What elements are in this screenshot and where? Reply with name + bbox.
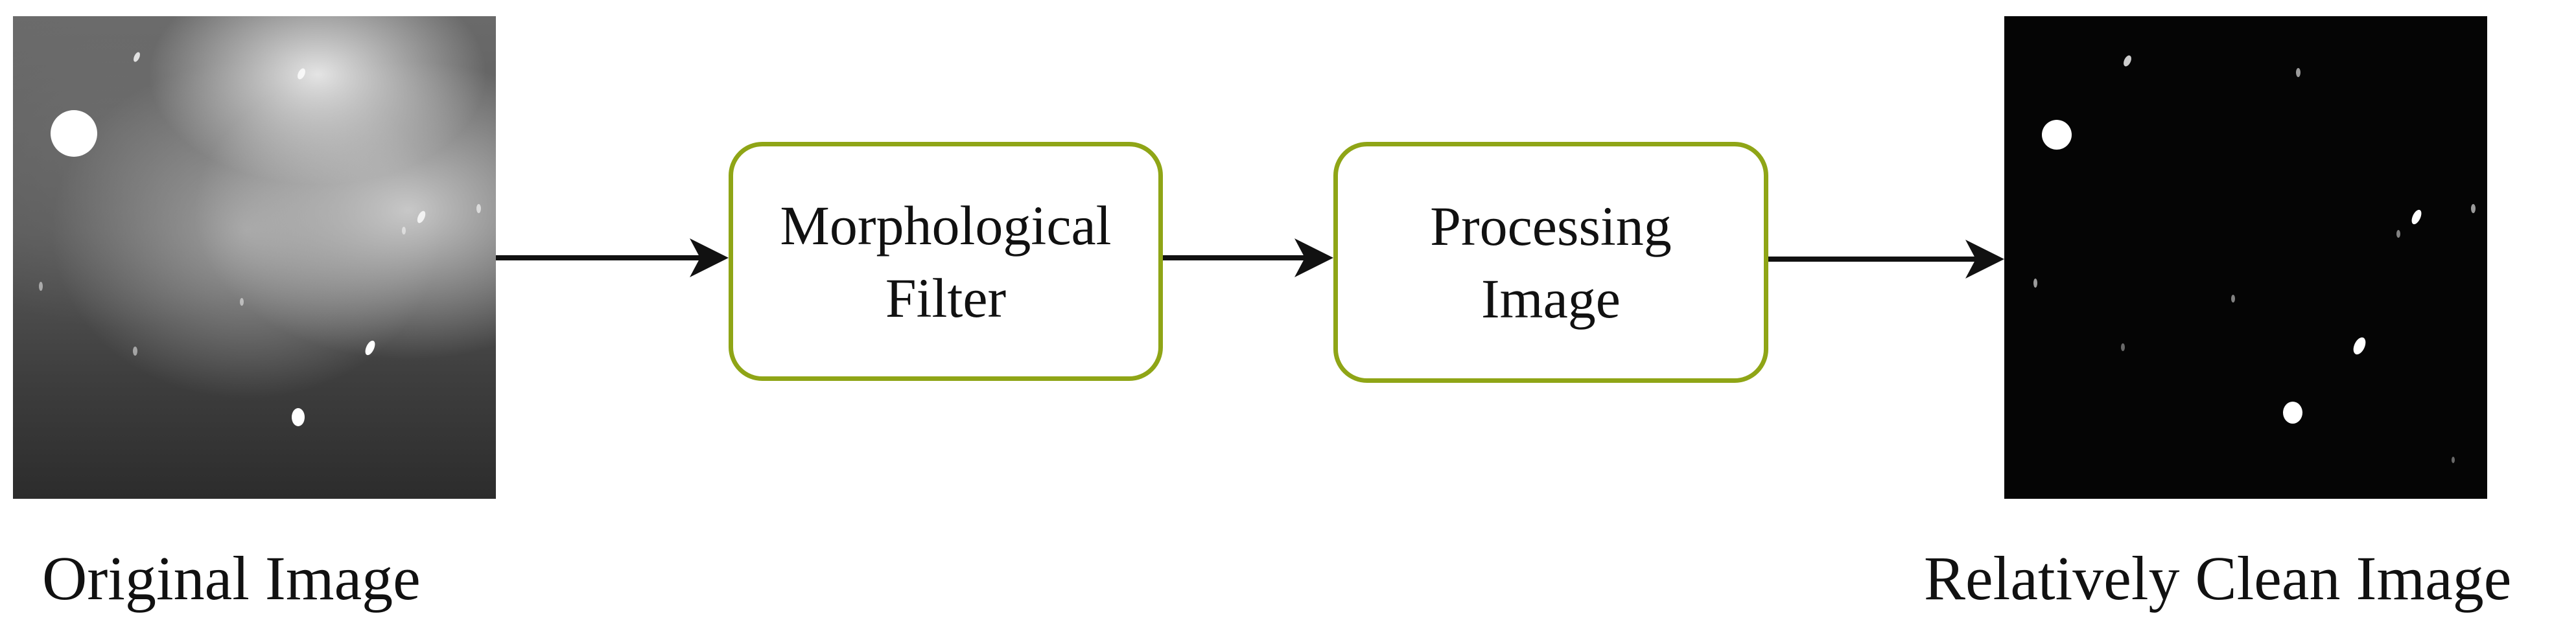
original-image (13, 16, 496, 499)
morphological-filter-step: Morphological Filter (729, 142, 1163, 381)
step-label: Processing Image (1430, 195, 1672, 330)
star-spot (402, 227, 406, 234)
clean-image (2004, 16, 2487, 499)
arrow-original-to-filter (496, 238, 729, 277)
star-spot (240, 298, 244, 306)
star-spot (2283, 402, 2302, 424)
star-spot (133, 347, 137, 356)
star-spot (2296, 68, 2301, 77)
star-spot (39, 282, 43, 291)
clean-image-caption: Relatively Clean Image (1924, 543, 2512, 613)
star-spot (2231, 295, 2235, 303)
star-spot (2042, 120, 2072, 150)
star-spot (2033, 279, 2037, 288)
star-spot (292, 408, 305, 426)
original-image-caption: Original Image (42, 543, 421, 613)
star-spot (2452, 457, 2455, 463)
star-spot (2121, 343, 2125, 351)
star-spot (2471, 204, 2476, 213)
star-spot (476, 204, 481, 213)
arrow-processing-to-clean (1768, 240, 2004, 279)
arrow-filter-to-processing (1163, 238, 1333, 277)
star-spot (51, 110, 97, 157)
processing-image-step: Processing Image (1333, 142, 1768, 383)
step-label: Morphological Filter (780, 194, 1112, 329)
star-spot (2396, 230, 2400, 238)
